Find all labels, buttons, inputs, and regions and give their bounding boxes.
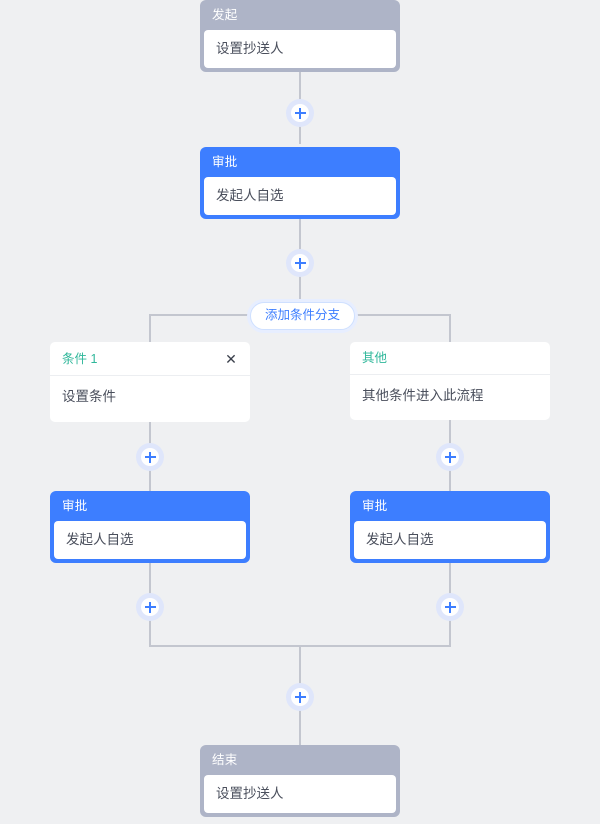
node-start-header: 发起 (212, 8, 238, 22)
add-node-after-approval-button[interactable] (286, 249, 314, 277)
node-approval-left[interactable]: 审批 发起人自选 (50, 491, 250, 564)
node-approval-main-body[interactable]: 发起人自选 (204, 176, 396, 216)
node-approval-right-body[interactable]: 发起人自选 (354, 520, 546, 560)
node-end[interactable]: 结束 设置抄送人 (200, 745, 400, 818)
node-approval-left-header: 审批 (62, 499, 88, 513)
node-start-body[interactable]: 设置抄送人 (204, 29, 396, 69)
condition-card-2-body[interactable]: 其他条件进入此流程 (362, 387, 484, 403)
connector-fork-drop-right (449, 314, 451, 342)
add-node-branch-left-bottom-button[interactable] (136, 593, 164, 621)
plus-icon (141, 448, 159, 466)
close-icon[interactable]: ✕ (225, 351, 237, 367)
condition-card-2[interactable]: 其他 其他条件进入此流程 (350, 342, 550, 421)
node-start[interactable]: 发起 设置抄送人 (200, 0, 400, 73)
plus-icon (441, 598, 459, 616)
node-end-header: 结束 (212, 753, 238, 767)
plus-icon (141, 598, 159, 616)
condition-card-2-title: 其他 (362, 351, 388, 365)
node-approval-main-header: 审批 (212, 155, 238, 169)
add-condition-branch-button[interactable]: 添加条件分支 (250, 302, 356, 330)
plus-icon (291, 688, 309, 706)
condition-card-1-body[interactable]: 设置条件 (62, 389, 116, 404)
node-approval-right[interactable]: 审批 发起人自选 (350, 491, 550, 564)
add-node-branch-left-top-button[interactable] (136, 443, 164, 471)
condition-card-1[interactable]: 条件 1 ✕ 设置条件 (50, 342, 250, 422)
node-approval-left-body[interactable]: 发起人自选 (54, 520, 246, 560)
node-approval-right-header: 审批 (362, 499, 388, 513)
node-end-body[interactable]: 设置抄送人 (204, 774, 396, 814)
node-approval-main[interactable]: 审批 发起人自选 (200, 147, 400, 220)
add-node-branch-right-top-button[interactable] (436, 443, 464, 471)
condition-card-2-header: 其他 (350, 342, 550, 375)
add-node-after-start-button[interactable] (286, 99, 314, 127)
plus-icon (291, 254, 309, 272)
condition-card-1-header: 条件 1 ✕ (50, 342, 250, 376)
condition-card-1-title: 条件 1 (62, 351, 98, 366)
add-node-before-end-button[interactable] (286, 683, 314, 711)
plus-icon (441, 448, 459, 466)
add-node-branch-right-bottom-button[interactable] (436, 593, 464, 621)
connector-fork-drop-left (149, 314, 151, 342)
plus-icon (291, 104, 309, 122)
